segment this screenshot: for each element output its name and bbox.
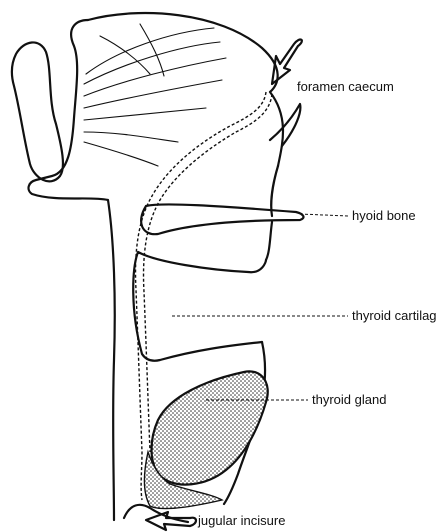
thyroid-cartilage-shape [133,252,266,361]
label-thyroid-cartilage: thyroid cartilage [352,308,437,323]
label-thyroid-gland: thyroid gland [312,392,386,407]
thyroid-gland-shape [152,371,268,484]
epiglottis [270,104,300,146]
throat-wall-right [266,166,278,260]
label-jugular-incisure: jugular incisure [197,513,285,528]
hyoid-leader [300,214,348,216]
label-hyoid-bone: hyoid bone [352,208,416,223]
hyoid-bone-shape [141,204,303,234]
label-foramen-caecum: foramen caecum [297,79,394,94]
jugular-incisure-arrow [146,512,196,530]
head-neck-outline [29,20,115,520]
lip-outline [12,42,63,181]
tongue-outline [88,13,283,166]
foramen-caecum-arrow [272,40,302,84]
tongue-fibers [84,24,226,166]
